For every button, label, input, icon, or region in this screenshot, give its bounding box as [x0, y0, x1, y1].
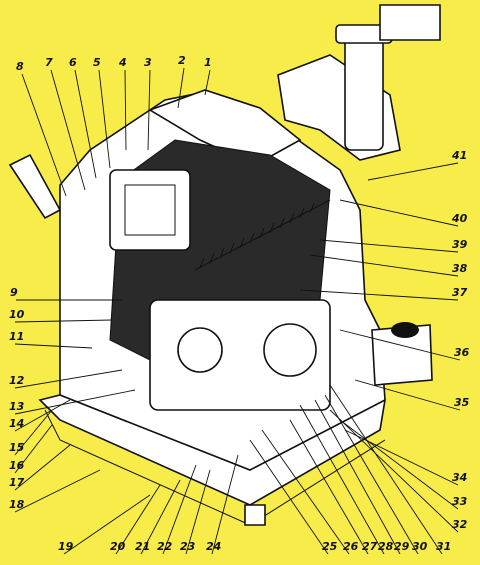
leader-lines	[14, 67, 461, 555]
callout-label-33: 33	[452, 495, 468, 508]
callout-label-16: 16	[9, 459, 25, 472]
leader-line-27	[289, 419, 369, 555]
leader-line-7	[50, 69, 86, 191]
callout-label-23: 23	[180, 540, 196, 553]
callout-label-30: 30	[412, 540, 428, 553]
callout-label-28: 28	[378, 540, 394, 553]
callout-label-1: 1	[204, 56, 212, 69]
callout-label-9: 9	[10, 286, 18, 299]
leader-line-28	[299, 404, 385, 555]
callout-label-14: 14	[9, 417, 24, 430]
callout-label-34: 34	[452, 471, 467, 484]
callout-label-10: 10	[9, 308, 25, 321]
leader-line-32	[329, 409, 459, 533]
callout-label-26: 26	[343, 540, 359, 553]
leader-line-39	[319, 239, 459, 253]
leader-line-36	[339, 329, 461, 361]
leader-line-16	[14, 424, 53, 474]
plunger-column	[344, 29, 384, 151]
callout-label-21: 21	[135, 540, 150, 553]
callout-label-5: 5	[93, 56, 101, 69]
leader-line-20	[115, 484, 161, 555]
base-lower-edge	[44, 409, 386, 526]
leader-line-1	[204, 69, 211, 96]
callout-label-24: 24	[206, 540, 221, 553]
callout-label-38: 38	[452, 262, 468, 275]
leader-line-24	[211, 454, 239, 555]
leader-line-33	[339, 419, 459, 510]
leader-line-11	[14, 343, 93, 349]
callout-label-11: 11	[9, 330, 24, 343]
magnet-core	[124, 184, 176, 236]
main-spring	[194, 199, 331, 271]
callout-label-17: 17	[9, 476, 25, 489]
leader-line-41	[367, 162, 459, 181]
callout-label-8: 8	[16, 60, 24, 73]
callout-label-13: 13	[9, 400, 25, 413]
gear-right	[263, 323, 317, 377]
callout-label-22: 22	[157, 540, 173, 553]
leader-line-21	[140, 479, 181, 555]
leader-line-6	[74, 69, 97, 179]
gear-left	[177, 327, 223, 373]
leader-line-19	[63, 494, 151, 555]
leader-line-3	[147, 69, 151, 151]
leader-line-2	[177, 67, 185, 109]
callout-label-32: 32	[452, 518, 468, 531]
leader-line-10	[14, 319, 113, 323]
leader-line-31	[329, 384, 443, 555]
leader-line-37	[299, 289, 459, 301]
callout-label-12: 12	[9, 374, 25, 387]
leader-line-15	[14, 409, 53, 456]
leader-line-29	[314, 399, 401, 555]
callout-label-2: 2	[178, 54, 186, 67]
magnet-block	[109, 169, 191, 251]
callout-label-3: 3	[144, 56, 152, 69]
leader-line-35	[354, 379, 461, 411]
leader-line-22	[162, 464, 197, 555]
callout-label-25: 25	[322, 540, 338, 553]
callout-label-36: 36	[454, 346, 470, 359]
callout-label-15: 15	[9, 441, 25, 454]
callout-label-39: 39	[452, 238, 468, 251]
callout-label-31: 31	[436, 540, 451, 553]
leader-line-30	[324, 394, 419, 555]
leader-line-5	[98, 69, 111, 169]
bottom-bolt	[244, 504, 266, 526]
leader-line-26	[261, 429, 350, 555]
callout-label-41: 41	[451, 149, 467, 162]
callout-label-6: 6	[69, 56, 77, 69]
leader-line-8	[21, 73, 67, 197]
leader-line-40	[339, 199, 459, 227]
main-spring-coils	[199, 202, 315, 269]
callout-label-7: 7	[45, 56, 53, 69]
leader-line-25	[249, 439, 329, 555]
callout-label-20: 20	[110, 540, 126, 553]
bracket-hole	[391, 322, 419, 338]
spring-mount	[379, 4, 441, 41]
leader-line-34	[344, 429, 459, 486]
leader-line-23	[185, 469, 211, 555]
callout-label-35: 35	[454, 396, 470, 409]
callout-label-40: 40	[451, 212, 468, 225]
leader-line-13	[14, 389, 136, 415]
top-cover	[148, 89, 302, 166]
leader-line-4	[124, 69, 127, 151]
callout-label-4: 4	[118, 56, 127, 69]
leader-line-14	[14, 399, 71, 432]
callout-label-37: 37	[452, 286, 468, 299]
callout-label-19: 19	[58, 540, 74, 553]
callout-label-29: 29	[394, 540, 410, 553]
leader-line-12	[14, 369, 123, 389]
leader-line-17	[14, 444, 71, 491]
callout-label-27: 27	[362, 540, 378, 553]
callout-label-18: 18	[9, 498, 25, 511]
leader-line-38	[309, 254, 459, 277]
lever-arm	[8, 153, 62, 220]
leader-line-18	[14, 469, 101, 513]
